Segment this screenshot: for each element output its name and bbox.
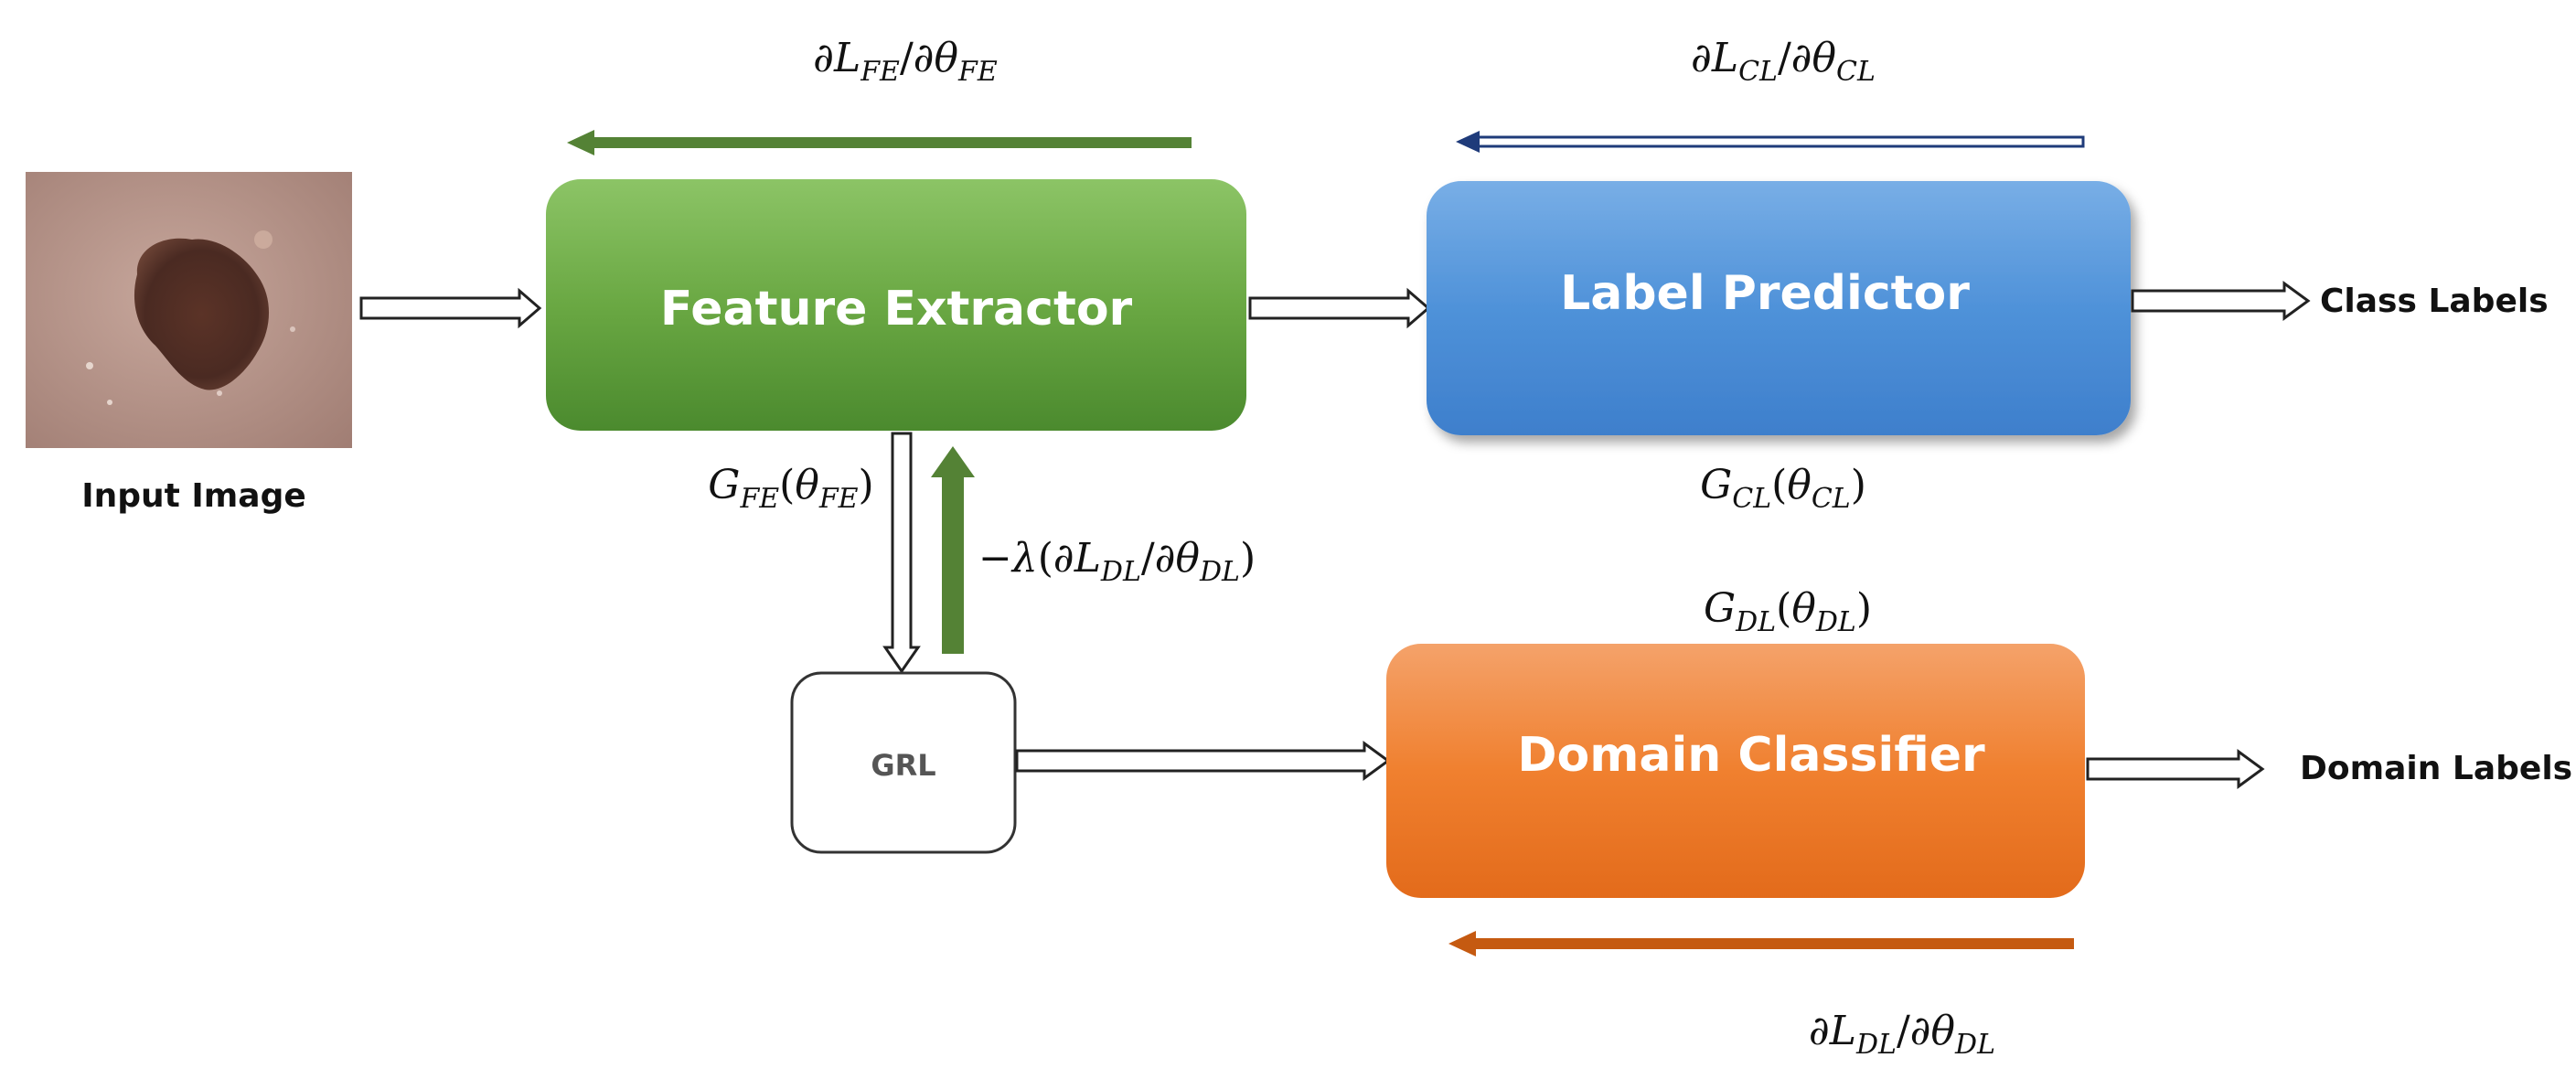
- g-cl-formula: GCL(θCL): [1700, 462, 1866, 515]
- arrow-lp-to-class-labels: [2131, 281, 2311, 321]
- domain-labels-label: Domain Labels: [2300, 750, 2572, 787]
- domain-classifier-label: Domain Classifier: [1517, 728, 1985, 783]
- arrow-input-to-fe: [359, 287, 542, 329]
- label-predictor-label: Label Predictor: [1560, 266, 1970, 321]
- arrow-dc-to-domain-labels: [2086, 749, 2265, 789]
- dl-gradient-arrow: [1448, 931, 2074, 956]
- fe-gradient-arrow: [567, 130, 1192, 155]
- input-image: [26, 172, 352, 448]
- cl-gradient-arrow: [1456, 131, 2085, 153]
- dl-gradient-formula: ∂LDL/∂θDL: [1809, 1008, 1995, 1061]
- cl-gradient-formula: ∂LCL/∂θCL: [1691, 35, 1876, 88]
- reversed-gradient-arrow: [931, 446, 975, 654]
- g-dl-formula: GDL(θDL): [1704, 585, 1872, 638]
- class-labels-label: Class Labels: [2320, 283, 2549, 320]
- arrow-grl-to-dc: [1015, 741, 1391, 781]
- label-predictor-block: Label Predictor: [1427, 181, 2131, 435]
- input-image-label: Input Image: [81, 477, 306, 515]
- arrow-fe-to-grl: [882, 432, 921, 674]
- reversed-gradient-formula: −λ(∂LDL/∂θDL): [978, 535, 1256, 588]
- feature-extractor-label: Feature Extractor: [660, 282, 1133, 337]
- grl-block: GRL: [790, 671, 1017, 854]
- fe-gradient-formula: ∂LFE/∂θFE: [813, 35, 998, 88]
- feature-extractor-block: Feature Extractor: [546, 179, 1246, 431]
- arrow-fe-to-lp: [1248, 287, 1431, 329]
- skin-lesion-icon: [134, 238, 270, 390]
- grl-label: GRL: [871, 748, 935, 783]
- g-fe-formula: GFE(θFE): [708, 462, 873, 515]
- domain-classifier-block: Domain Classifier: [1386, 644, 2085, 898]
